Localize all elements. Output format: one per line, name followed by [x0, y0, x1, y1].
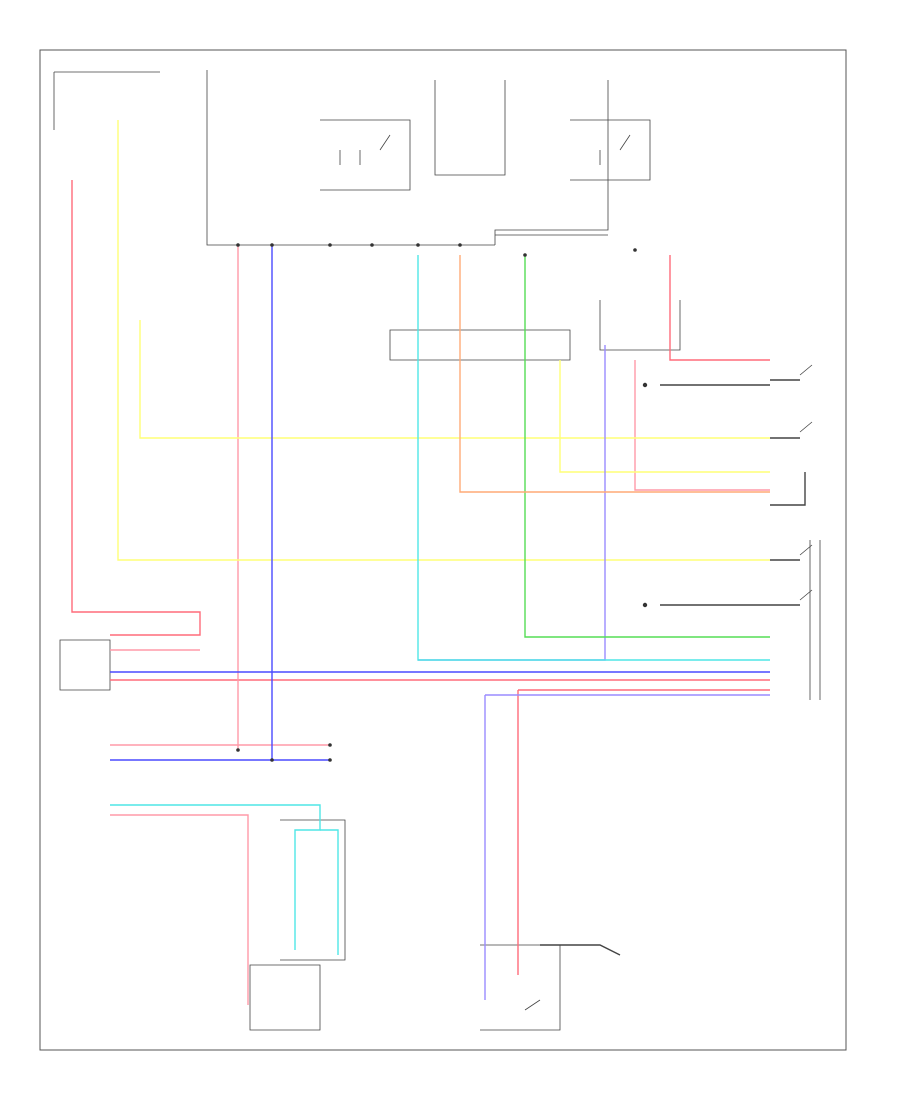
wire-green [524, 255, 770, 638]
upper-component-blocks [53, 70, 821, 1031]
wire-yellow [117, 120, 770, 561]
wire-red [71, 180, 770, 975]
junction-dots [236, 243, 648, 762]
wire-pink [110, 245, 770, 1005]
wire-gray [540, 379, 806, 956]
wire-blue [110, 245, 770, 761]
wire-cyan [110, 255, 770, 955]
switch-symbols [339, 134, 813, 1011]
diagram-frame [39, 49, 847, 1051]
wire-orange [459, 255, 770, 493]
